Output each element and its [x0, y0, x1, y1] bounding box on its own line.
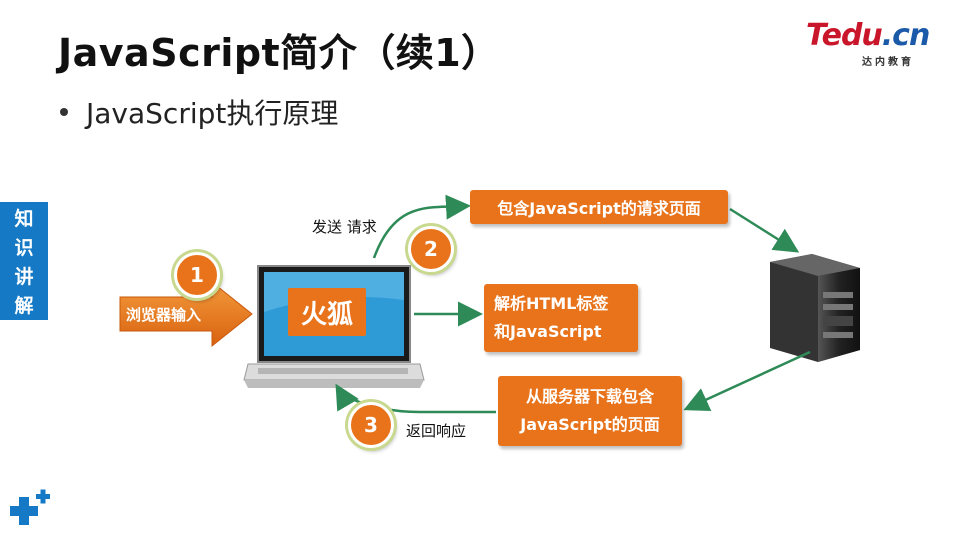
tab-char: 识 [14, 237, 34, 259]
parse-box-line2: 和JavaScript [494, 322, 602, 341]
logo-subtitle: 达内教育 [862, 57, 914, 68]
logo-main-text: Tedu [806, 18, 883, 53]
corner-plus-icon [10, 489, 50, 525]
request-page-box: 包含JavaScript的请求页面 [470, 190, 728, 224]
request-page-text: 包含JavaScript的请求页面 [497, 199, 701, 218]
bullet-item: JavaScript执行原理 [60, 92, 338, 132]
tab-char: 解 [14, 295, 34, 317]
download-box: 从服务器下载包含 JavaScript的页面 [498, 376, 682, 446]
page-title: JavaScript简介（续1） [58, 31, 500, 75]
step-2-badge: 2 [408, 226, 454, 272]
tedu-logo: Tedu.cn 达内教育 [806, 18, 946, 74]
knowledge-tab: 知 识 讲 解 [0, 202, 48, 320]
request-to-server-arrow [729, 207, 800, 253]
browser-input-label: 浏览器输入 [126, 306, 202, 324]
firefox-screen-label: 火狐 [288, 288, 366, 336]
parse-box: 解析HTML标签 和JavaScript [484, 284, 638, 352]
tab-char: 知 [14, 208, 34, 230]
server-icon [770, 254, 860, 362]
send-request-label: 发送 请求 [312, 218, 377, 236]
step-1-badge: 1 [174, 252, 220, 298]
tab-char: 讲 [14, 266, 34, 288]
parse-box-line1: 解析HTML标签 [494, 294, 609, 313]
return-response-label: 返回响应 [406, 422, 467, 440]
bullet-text: JavaScript执行原理 [86, 97, 339, 130]
server-to-download-arrow [683, 350, 811, 412]
logo-wordmark: Tedu.cn [806, 18, 931, 53]
download-box-line1: 从服务器下载包含 [525, 387, 654, 406]
bullet-dot-icon [60, 108, 68, 116]
step-3-badge: 3 [348, 402, 394, 448]
input-arrow-icon [119, 280, 253, 348]
logo-suffix-text: .cn [881, 18, 931, 53]
send-arrow [372, 194, 471, 259]
download-box-line2: JavaScript的页面 [520, 415, 660, 434]
